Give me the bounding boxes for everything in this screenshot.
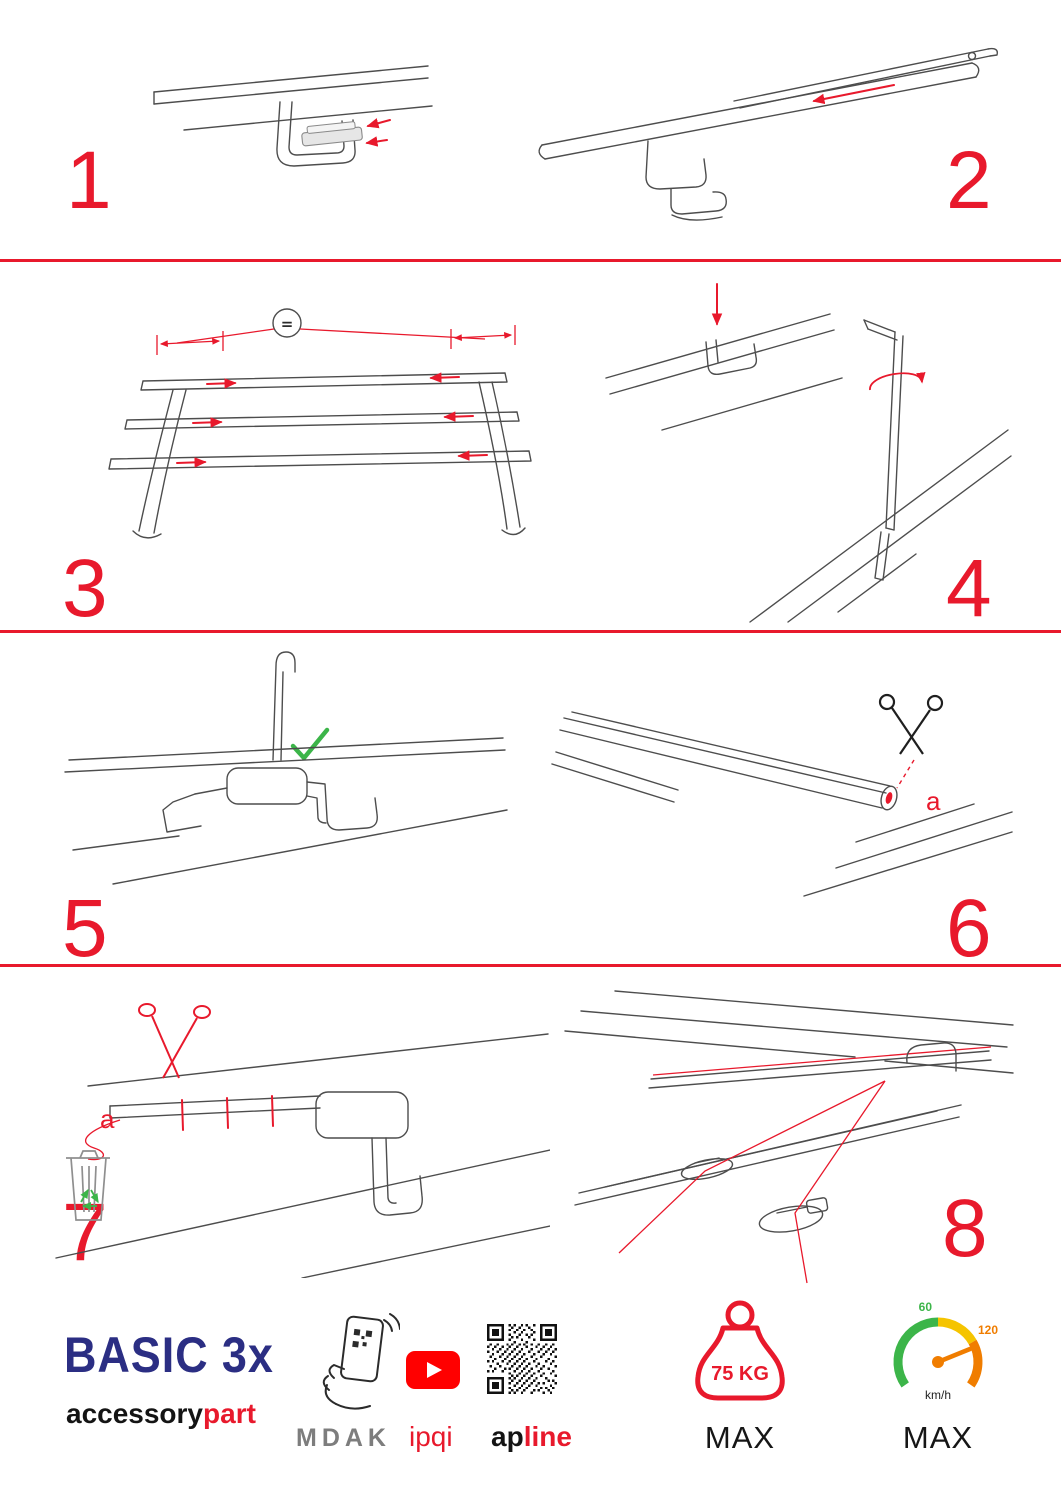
allen-key-drawing — [863, 319, 904, 581]
step-1-illustration — [140, 52, 440, 234]
adapter-small-drawing — [680, 1157, 734, 1181]
step-8-number: 8 — [942, 1183, 988, 1274]
roof-rails-drawing — [551, 751, 1013, 897]
locking-pin-drawing — [272, 651, 296, 761]
scissors-icon — [138, 1003, 211, 1079]
step-6-number: 6 — [946, 883, 992, 974]
cut-label: a — [926, 786, 941, 816]
crossbars-drawing — [108, 372, 532, 470]
brand-wordmark: accessorypart — [66, 1398, 256, 1430]
section-divider-1 — [0, 259, 1061, 262]
centering-arrows — [176, 372, 488, 468]
roof-drawing — [64, 737, 508, 885]
max-load-icon: 75 KG — [676, 1297, 804, 1409]
red-guide-line — [652, 1046, 992, 1076]
cut-label: a — [100, 1104, 115, 1134]
step-2-illustration — [520, 25, 1010, 230]
insert-arrows — [365, 118, 391, 147]
slide-arrow — [812, 84, 895, 105]
step-4-illustration — [598, 278, 1013, 623]
crossbar-upper-drawing — [648, 1050, 992, 1089]
discard-curve — [84, 1119, 121, 1161]
crossbar-drawing — [538, 47, 998, 160]
step-7-illustration: a — [50, 988, 550, 1278]
speed-tick-high: 120 — [978, 1323, 998, 1337]
strip-drawing — [109, 1095, 321, 1119]
cut-marks — [181, 1095, 274, 1131]
equal-spacing-symbol: = — [281, 315, 294, 333]
rail-clamp-drawing — [605, 313, 843, 431]
red-leader-lines — [618, 1080, 886, 1284]
max-speed-label: MAX — [902, 1420, 974, 1455]
rubber-strip-bar-drawing — [559, 711, 898, 811]
logo-apline-red: line — [523, 1421, 572, 1452]
clamp-drawing — [276, 101, 356, 167]
roof-panel-drawing — [564, 990, 1014, 1074]
speed-unit: km/h — [925, 1388, 951, 1402]
speed-tick-low: 60 — [919, 1300, 933, 1314]
max-load-value: 75 KG — [711, 1363, 769, 1385]
scissors-icon — [878, 693, 944, 755]
clamp-assembly-drawing — [162, 767, 378, 833]
roof-lines-drawing — [55, 1033, 550, 1278]
clamp-drawing — [645, 140, 727, 221]
step-2-number: 2 — [946, 135, 992, 226]
check-icon — [290, 727, 330, 761]
lower-rail-drawing — [749, 429, 1012, 623]
step-6-illustration: a — [550, 690, 1015, 920]
equal-spacing-indicator: = — [156, 308, 516, 355]
qr-code — [487, 1324, 557, 1394]
end-clamp-drawing — [906, 1042, 957, 1072]
max-load-label: MAX — [704, 1420, 776, 1455]
cut-line — [896, 759, 915, 789]
logo-mdak: MDAK — [296, 1424, 391, 1452]
trash-icon — [66, 1150, 110, 1221]
logo-ipqi: ipqi — [409, 1421, 453, 1452]
step-3-number: 3 — [62, 543, 108, 634]
roof-rail-drawing — [153, 65, 433, 131]
crossbar-lower-drawing — [574, 1104, 962, 1206]
youtube-icon — [406, 1350, 460, 1390]
max-speed-icon: 60 120 km/h — [874, 1296, 1002, 1408]
brand-name-red: part — [203, 1398, 256, 1429]
step-5-number: 5 — [62, 883, 108, 974]
scan-phone-icon — [314, 1312, 400, 1412]
rack-feet-drawing — [132, 381, 526, 539]
product-name: BASIC 3x — [64, 1327, 274, 1383]
section-divider-3 — [0, 964, 1061, 967]
rotate-arrow — [869, 372, 926, 391]
section-divider-2 — [0, 630, 1061, 633]
logo-apline: apline — [491, 1421, 572, 1453]
adapter-large-drawing — [758, 1197, 829, 1233]
mini-qr — [352, 1328, 373, 1348]
recycle-icon — [80, 1188, 99, 1211]
logo-apline-black: ap — [491, 1421, 524, 1452]
step-8-illustration — [555, 985, 1015, 1285]
step-4-number: 4 — [946, 543, 992, 634]
step-1-number: 1 — [66, 135, 112, 226]
rubber-pad-drawing — [301, 121, 363, 147]
step-3-illustration: = — [55, 283, 545, 563]
brand-name-black: accessory — [66, 1398, 204, 1429]
step-5-illustration — [55, 638, 515, 913]
clamp-drawing — [315, 1091, 423, 1216]
